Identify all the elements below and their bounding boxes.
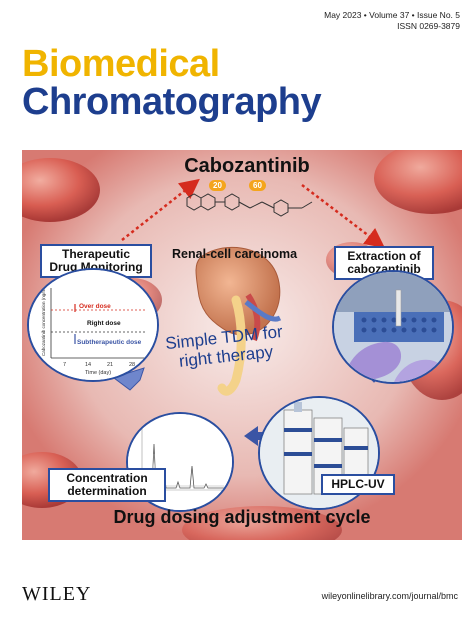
x-tick-4: 28 <box>129 362 135 368</box>
journal-title-line-1: Biomedical <box>22 43 220 85</box>
badge-right: 60 <box>249 180 266 191</box>
extraction-photo <box>334 272 452 382</box>
cycle-caption: Drug dosing adjustment cycle <box>113 507 371 527</box>
x-tick-1: 7 <box>63 362 66 368</box>
step-tdm-line-1: Therapeutic <box>61 247 130 261</box>
x-tick-3: 21 <box>107 362 113 368</box>
molecule-structure <box>186 193 313 217</box>
cover-illustration: Cabozantinib 20 60 Therapeutic Drug Moni… <box>22 150 462 540</box>
issue-date: May 2023 • Volume 37 • Issue No. 5 <box>324 10 460 20</box>
badge-left: 20 <box>209 180 226 191</box>
disease-label: Renal-cell carcinoma <box>172 247 298 261</box>
step-concentration-line-1: Concentration <box>66 471 148 485</box>
over-dose-label: Over dose <box>79 303 111 310</box>
x-axis-label: Time (day) <box>85 370 111 376</box>
subtherapeutic-dose-label: Subtherapeutic dose <box>77 339 142 346</box>
step-extraction-line-1: Extraction of <box>347 249 421 263</box>
extraction-photo-circle <box>332 270 454 384</box>
step-concentration-label: Concentration determination <box>48 468 166 502</box>
x-tick-2: 14 <box>85 362 91 368</box>
tdm-plot: Over dose Right dose Subtherapeutic dose… <box>29 270 157 380</box>
issue-info: May 2023 • Volume 37 • Issue No. 5 ISSN … <box>324 10 460 32</box>
tdm-plot-circle: Over dose Right dose Subtherapeutic dose… <box>27 268 159 382</box>
issn: ISSN 0269-3879 <box>397 21 460 31</box>
masthead: May 2023 • Volume 37 • Issue No. 5 ISSN … <box>0 0 474 150</box>
y-axis-label: Cabozantinib concentration (ng/mL) <box>41 284 46 356</box>
journal-title-line-2: Chromatography <box>22 81 322 123</box>
drug-name-heading: Cabozantinib <box>184 155 310 177</box>
journal-url[interactable]: wileyonlinelibrary.com/journal/bmc <box>321 591 458 601</box>
publisher-logo: WILEY <box>22 583 92 605</box>
right-dose-label: Right dose <box>87 320 121 327</box>
step-concentration-line-2: determination <box>67 484 147 498</box>
step-hplc-label: HPLC-UV <box>321 474 395 495</box>
